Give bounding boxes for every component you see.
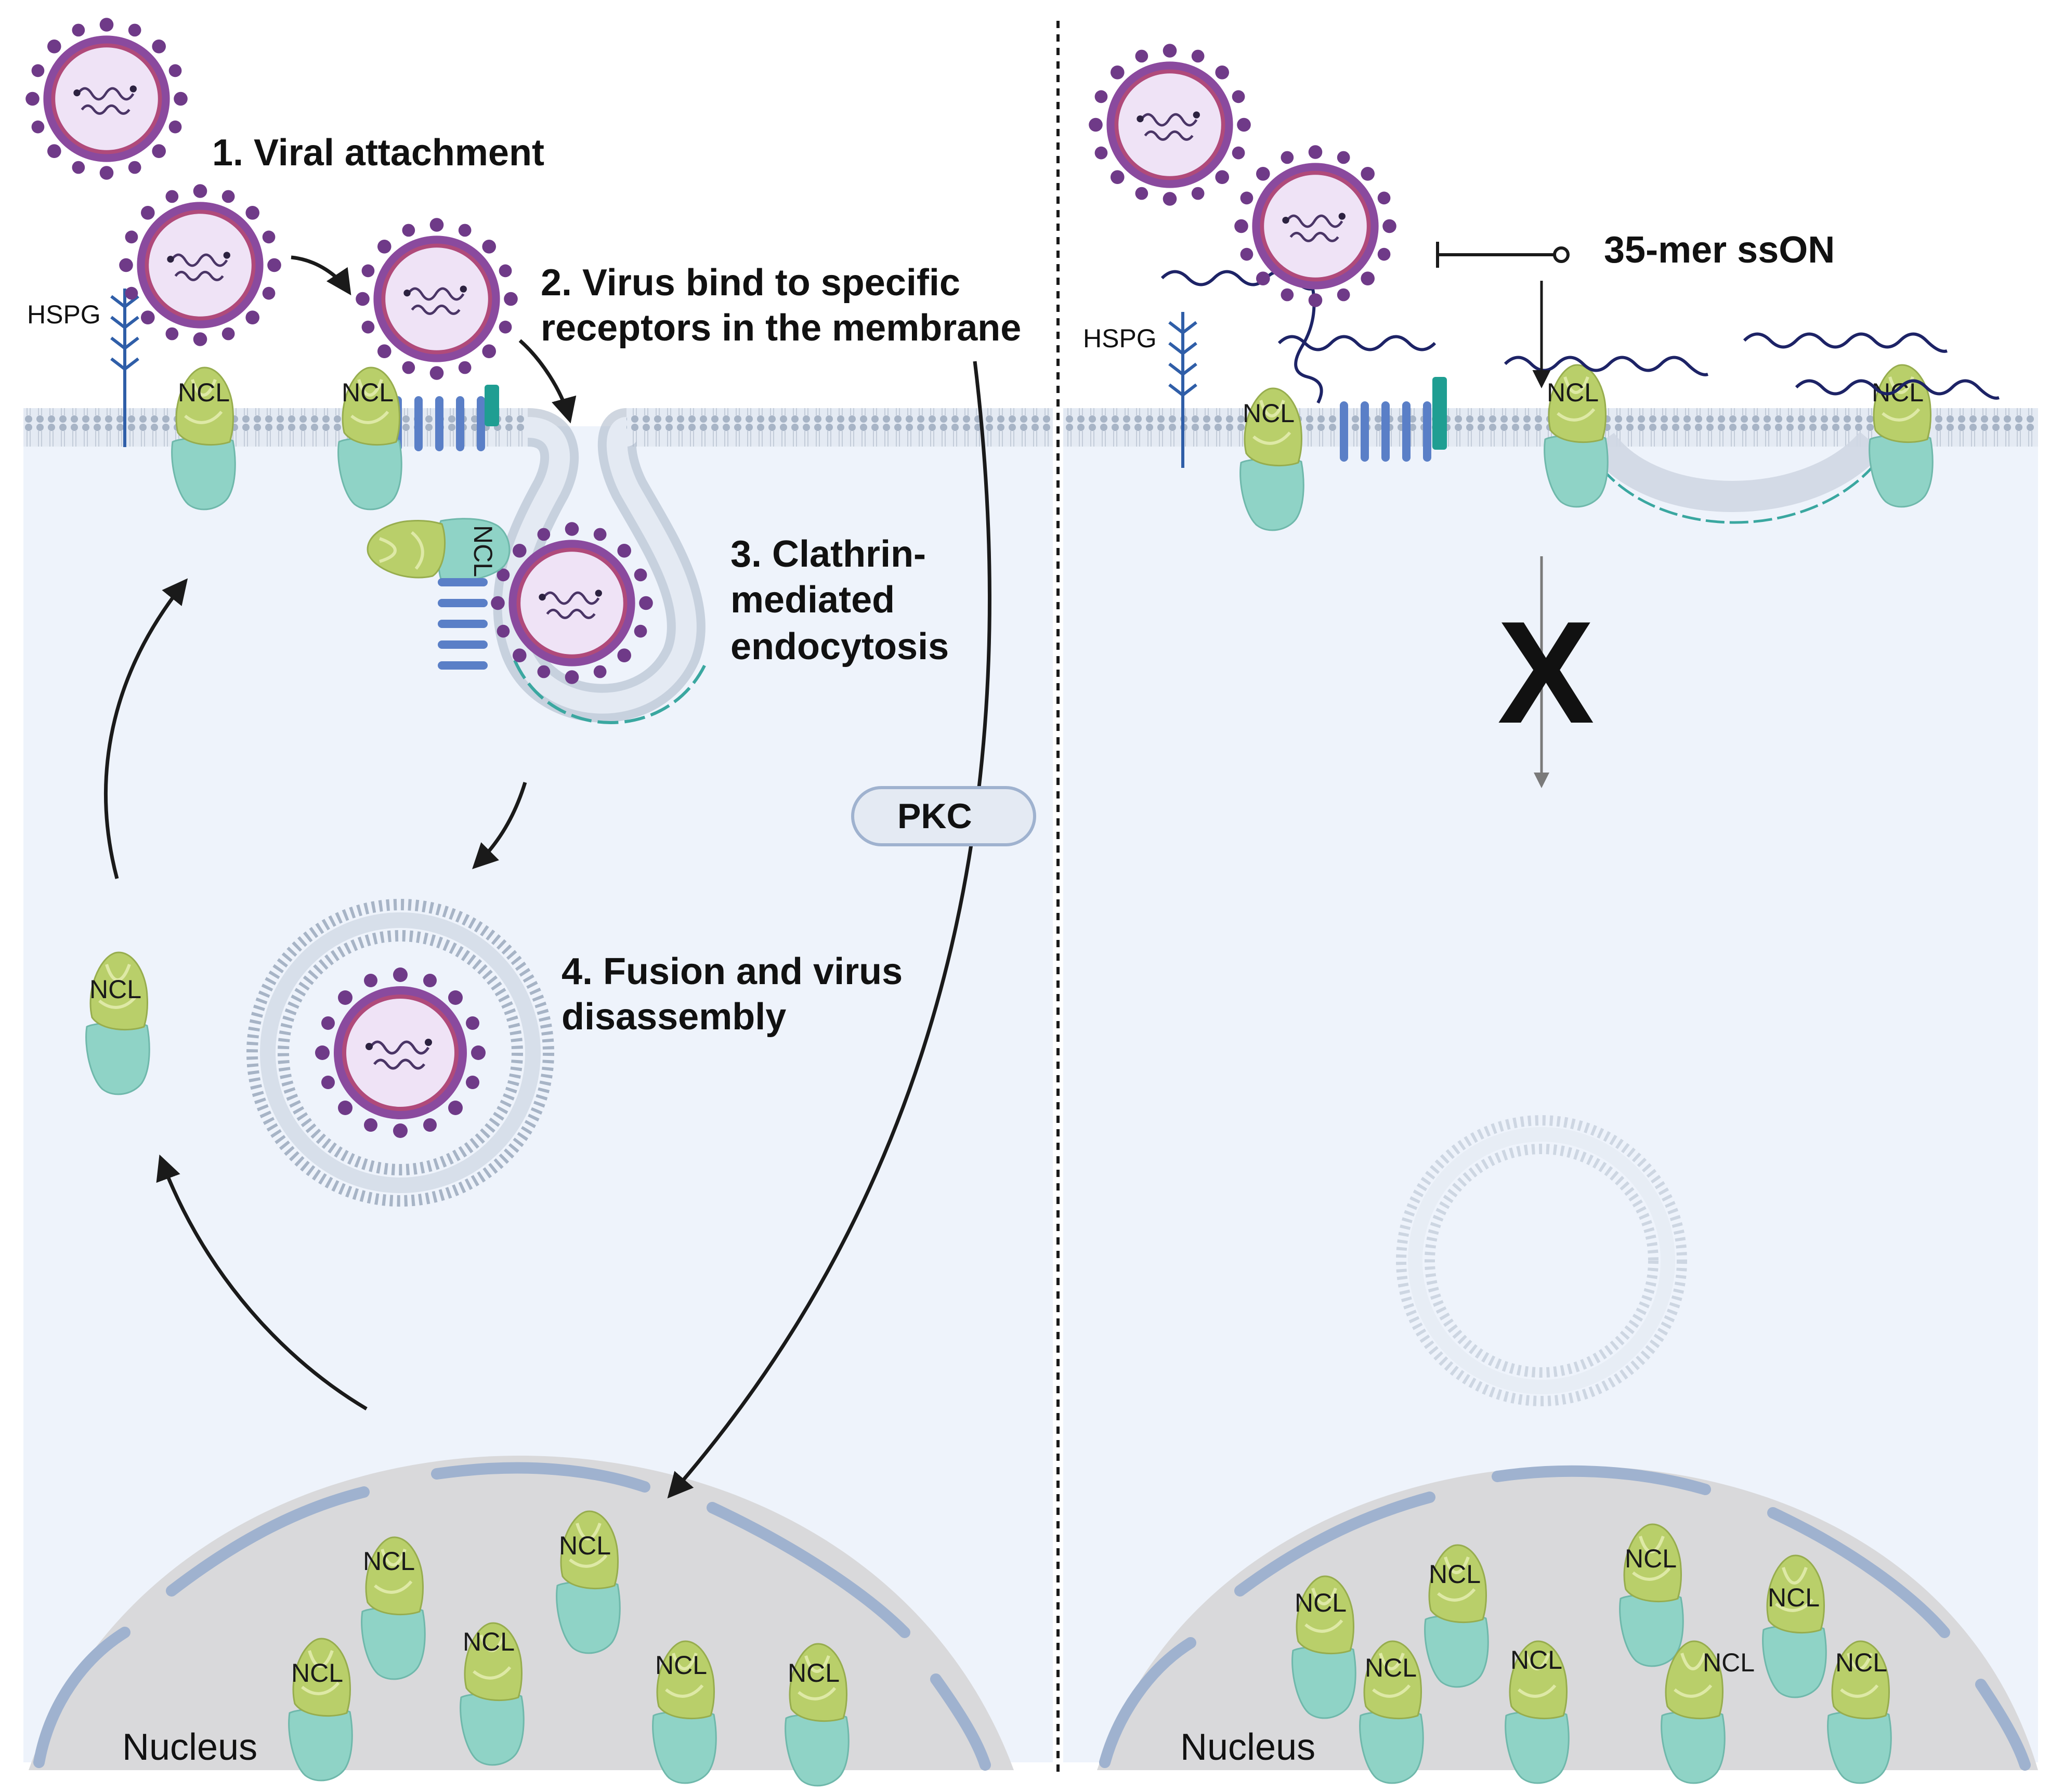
step-4-line-2: disassembly	[562, 996, 786, 1038]
left-hspg-label: HSPG	[27, 300, 101, 329]
right-ncl-label-n1: NCL	[1295, 1588, 1347, 1617]
right-empty-endosome	[1396, 1115, 1687, 1406]
step-2-line-2: receptors in the membrane	[541, 307, 1021, 349]
pkc-label: PKC	[897, 796, 972, 836]
left-plasma-membrane	[23, 408, 1053, 724]
left-nucleus	[29, 1456, 1014, 1771]
right-ncl-label-n5: NCL	[1365, 1653, 1417, 1682]
left-endosome	[246, 899, 554, 1207]
left-virus-endocytosing	[491, 522, 653, 684]
right-ncl-label-1: NCL	[1243, 399, 1295, 428]
right-ncl-label-2: NCL	[1547, 378, 1599, 407]
step-3-line-1: 3. Clathrin-	[730, 533, 926, 575]
left-ncl-label-1: NCL	[178, 378, 230, 407]
right-ncl-label-n8: NCL	[1835, 1648, 1887, 1677]
ssON-label: 35-mer ssON	[1604, 229, 1835, 271]
left-virus-bound	[356, 218, 518, 380]
left-ncl-label-n6: NCL	[788, 1658, 840, 1688]
step-1-label: 1. Viral attachment	[212, 132, 544, 174]
step-2-line-1: 2. Virus bind to specific	[541, 262, 960, 304]
pkc-badge	[851, 786, 1036, 846]
left-hspg-glycan	[110, 289, 139, 447]
left-ncl-label-n4: NCL	[291, 1658, 343, 1688]
left-virus-free	[25, 18, 188, 180]
left-virus-attaching	[119, 184, 281, 346]
right-virus-2	[1234, 145, 1396, 307]
right-receptor	[1340, 401, 1431, 462]
left-receptor-tag	[485, 385, 499, 426]
left-ncl-label-2: NCL	[342, 378, 394, 407]
right-hspg-glycan	[1168, 312, 1197, 468]
block-x-mark: X	[1497, 592, 1595, 754]
right-virus-1	[1089, 44, 1251, 206]
right-ncl-label-n4: NCL	[1768, 1583, 1820, 1612]
right-hspg-label: HSPG	[1083, 324, 1157, 353]
left-ncl-label-cytoplasm: NCL	[89, 975, 141, 1004]
left-nucleus-label: Nucleus	[122, 1726, 257, 1768]
right-ncl-label-n3: NCL	[1625, 1544, 1677, 1573]
right-panel: HSPG NCL NCL NCL 35-mer ssON	[1063, 44, 2038, 1783]
right-receptor-tag	[1432, 377, 1447, 450]
right-ncl-label-n6: NCL	[1510, 1645, 1562, 1675]
left-virus-in-endosome	[315, 967, 486, 1138]
ssON-inhibition-line	[1436, 242, 1570, 268]
right-nucleus-label: Nucleus	[1180, 1726, 1315, 1768]
left-ncl-label-n3: NCL	[463, 1627, 515, 1656]
left-ncl-label-endocytic: NCL	[468, 525, 498, 577]
left-ncl-label-n2: NCL	[559, 1531, 611, 1560]
left-ncl-label-n1: NCL	[363, 1547, 415, 1576]
right-ncl-label-n2: NCL	[1429, 1560, 1481, 1589]
left-process-arrows	[104, 255, 991, 1499]
left-panel: HSPG NCL NCL NCL NCL	[23, 18, 1053, 1786]
step-4-line-1: 4. Fusion and virus	[562, 951, 903, 992]
step-3-line-3: endocytosis	[730, 626, 949, 668]
left-ncl-label-n5: NCL	[655, 1651, 707, 1680]
step-3-line-2: mediated	[730, 579, 895, 621]
right-ncl-label-n7: NCL	[1703, 1648, 1755, 1677]
left-receptor-endocytic	[438, 578, 488, 670]
